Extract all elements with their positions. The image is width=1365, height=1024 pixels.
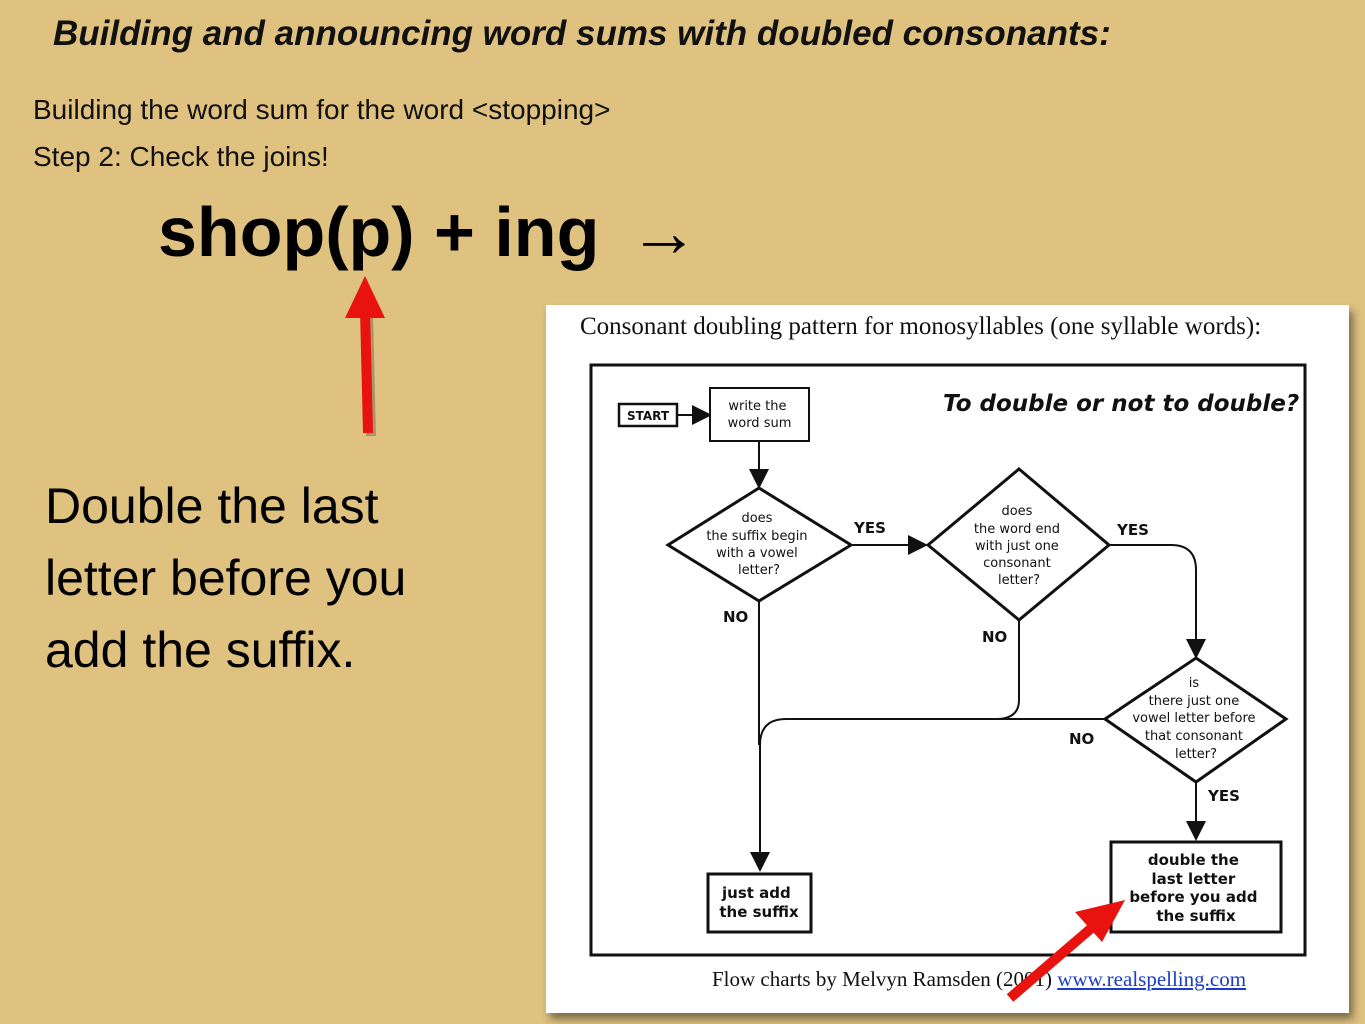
red-diagonal-arrow-icon (1006, 900, 1125, 1002)
word-sum: shop(p) + ing → (158, 192, 699, 272)
q1-no-label: NO (723, 608, 748, 626)
flowchart-frame (589, 363, 1307, 957)
end-double-line-1: double the (1148, 851, 1239, 869)
q1-line-4: letter? (738, 563, 780, 578)
explanation-text: Double the last letter before you add th… (45, 478, 407, 678)
end-add-line-2: the suffix (719, 903, 799, 921)
credit-link[interactable]: www.realspelling.com (1057, 967, 1247, 991)
subtitle-step: Step 2: Check the joins! (33, 141, 329, 172)
q2-line-4: consonant (983, 556, 1051, 571)
q2-line-3: with just one (975, 539, 1059, 554)
q3-line-2: there just one (1149, 694, 1240, 709)
q3-line-3: vowel letter before (1132, 711, 1255, 726)
right-arrow-glyph: → (628, 193, 699, 271)
end-add-line-1: just add (721, 884, 791, 902)
q2-line-2: the word end (974, 522, 1060, 537)
flowchart-diagram: To double or not to double? START write … (589, 363, 1307, 957)
connector-q3-no (750, 718, 1105, 872)
double-last-letter-node: double the last letter before you add th… (1109, 840, 1283, 934)
credit-text: Flow charts by Melvyn Ramsden (2001) (712, 967, 1053, 991)
word-sum-text: shop(p) + ing (158, 193, 600, 271)
q1-line-3: with a vowel (716, 546, 798, 561)
q2-line-5: letter? (998, 573, 1040, 588)
connector-q2-q3 (1109, 544, 1206, 659)
just-add-suffix-node: just add the suffix (706, 872, 813, 934)
slide-title: Building and announcing word sums with d… (53, 14, 1111, 53)
write-word-sum-node: write the word sum (709, 387, 810, 442)
q1-line-2: the suffix begin (706, 529, 807, 544)
q3-no-label: NO (1069, 730, 1094, 748)
flowchart-title: Consonant doubling pattern for monosylla… (580, 313, 1262, 340)
red-up-arrow-icon (345, 276, 385, 437)
q2-line-1: does (1001, 504, 1032, 519)
flowchart-credit: Flow charts by Melvyn Ramsden (2001) www… (712, 967, 1246, 992)
subtitle-word: Building the word sum for the word <stop… (33, 94, 611, 125)
start-label: START (627, 409, 670, 423)
q1-yes-label: YES (853, 519, 886, 537)
write-line-1: write the (728, 399, 786, 414)
question-one-vowel: is there just one vowel letter before th… (1102, 656, 1289, 784)
q3-yes-label: YES (1207, 787, 1240, 805)
q3-line-5: letter? (1175, 747, 1217, 762)
svg-text:just add the suffix: just add the suffix (719, 884, 799, 921)
svg-text:does the word end: does the word end with just one consonan… (974, 504, 1064, 588)
q3-line-4: that consonant (1145, 729, 1243, 744)
q3-line-1: is (1189, 676, 1200, 691)
end-double-line-2: last letter (1151, 870, 1235, 888)
q2-yes-label: YES (1116, 521, 1149, 539)
flowchart-card: Consonant doubling pattern for monosylla… (546, 305, 1349, 1013)
q1-line-1: does (741, 511, 772, 526)
svg-text:does the suffix begin: does the suffix begin with a vowel lette… (706, 511, 811, 578)
write-line-2: word sum (728, 416, 792, 431)
svg-text:is there just one: is there just one vowel letter before th… (1132, 676, 1259, 762)
end-double-line-3: before you add (1129, 888, 1257, 906)
question-suffix-vowel: does the suffix begin with a vowel lette… (665, 486, 854, 603)
end-double-line-4: the suffix (1156, 907, 1236, 925)
question-one-consonant: does the word end with just one consonan… (925, 467, 1112, 622)
svg-text:double the last letter: double the last letter before you add th… (1129, 851, 1262, 925)
flowchart-heading: To double or not to double? (943, 391, 1299, 417)
svg-text:write the word sum: write the word sum (728, 399, 792, 431)
q2-no-label: NO (982, 628, 1007, 646)
start-node: START (617, 402, 679, 428)
